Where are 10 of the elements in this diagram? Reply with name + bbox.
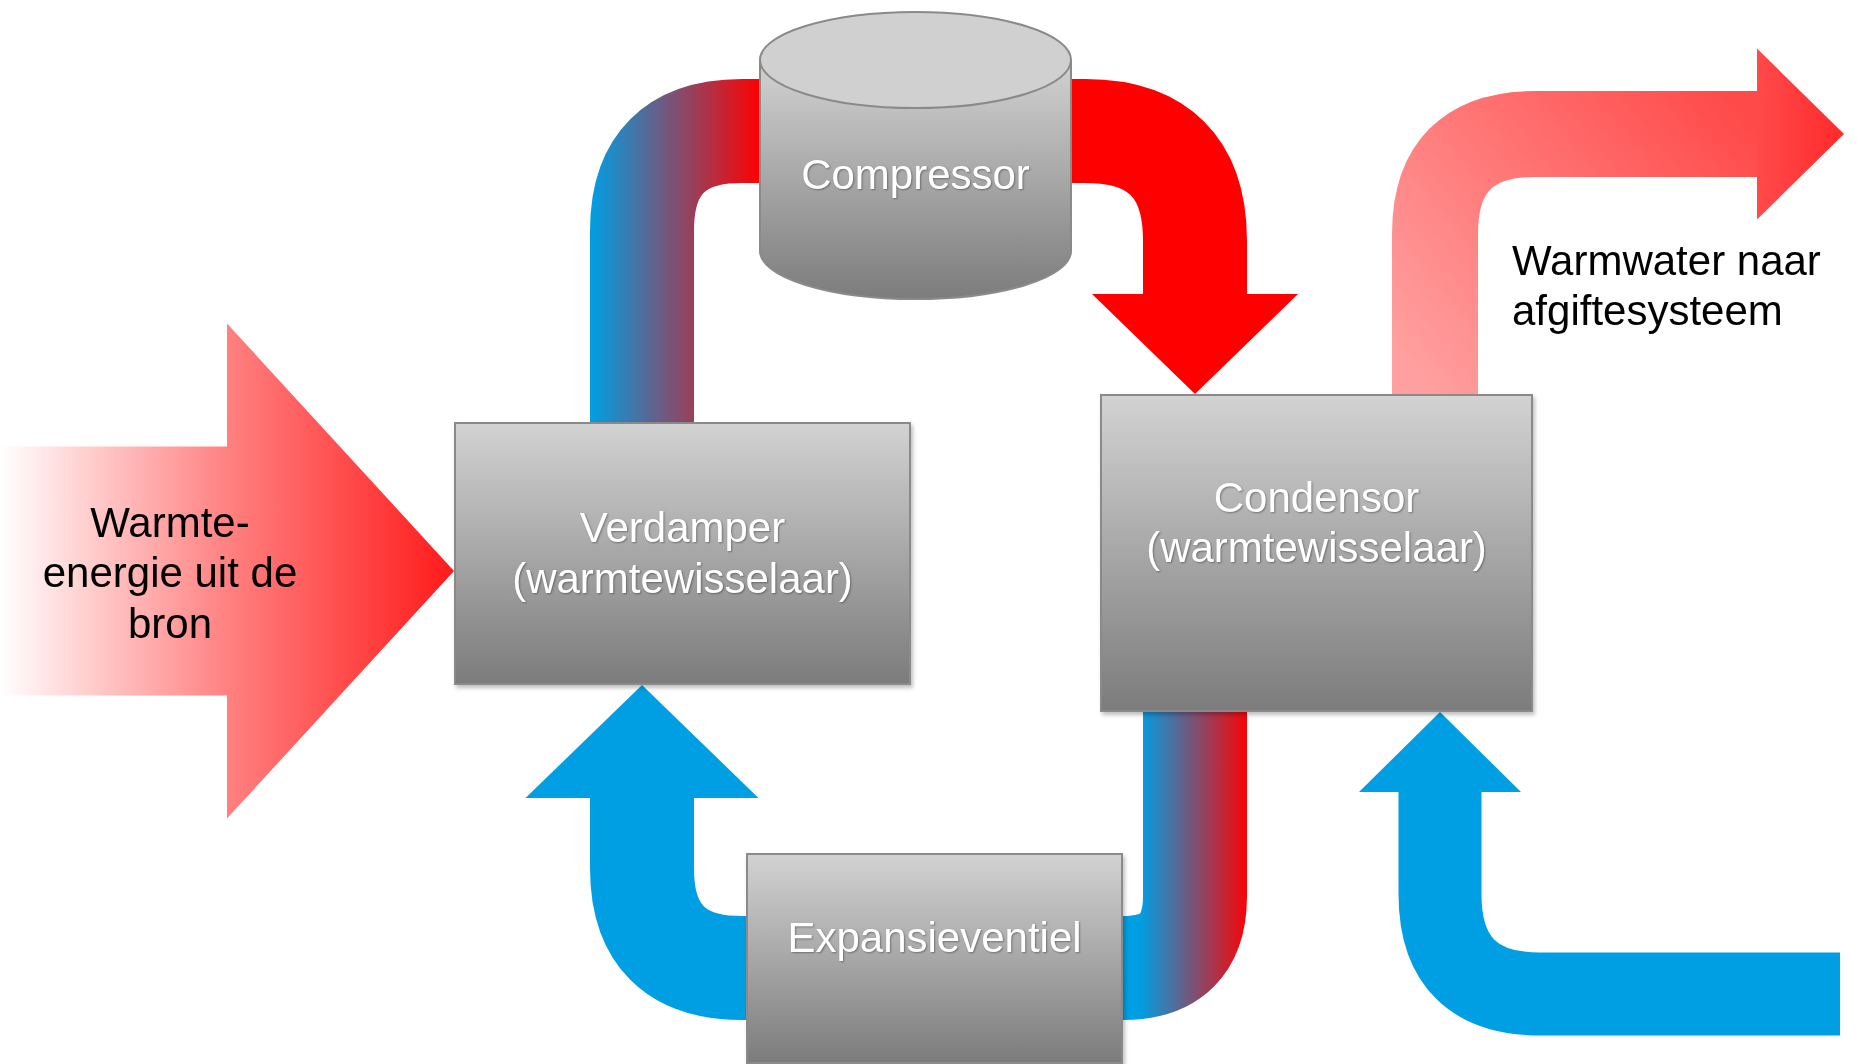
process-box	[454, 422, 911, 685]
edge-label: Warmte- energie uit de bron	[41, 498, 299, 649]
flow-arrow	[1359, 712, 1840, 1036]
process-box	[746, 853, 1123, 1064]
node-label: Expansieventiel	[787, 913, 1082, 964]
node-label: Compressor	[801, 150, 1030, 201]
edge-label: Warmwater naar afgiftesysteem	[1512, 236, 1822, 337]
process-box	[1100, 394, 1533, 712]
node-label: Condensor (warmtewisselaar)	[1145, 472, 1488, 573]
node-label: Verdamper (warmtewisselaar)	[511, 503, 854, 604]
